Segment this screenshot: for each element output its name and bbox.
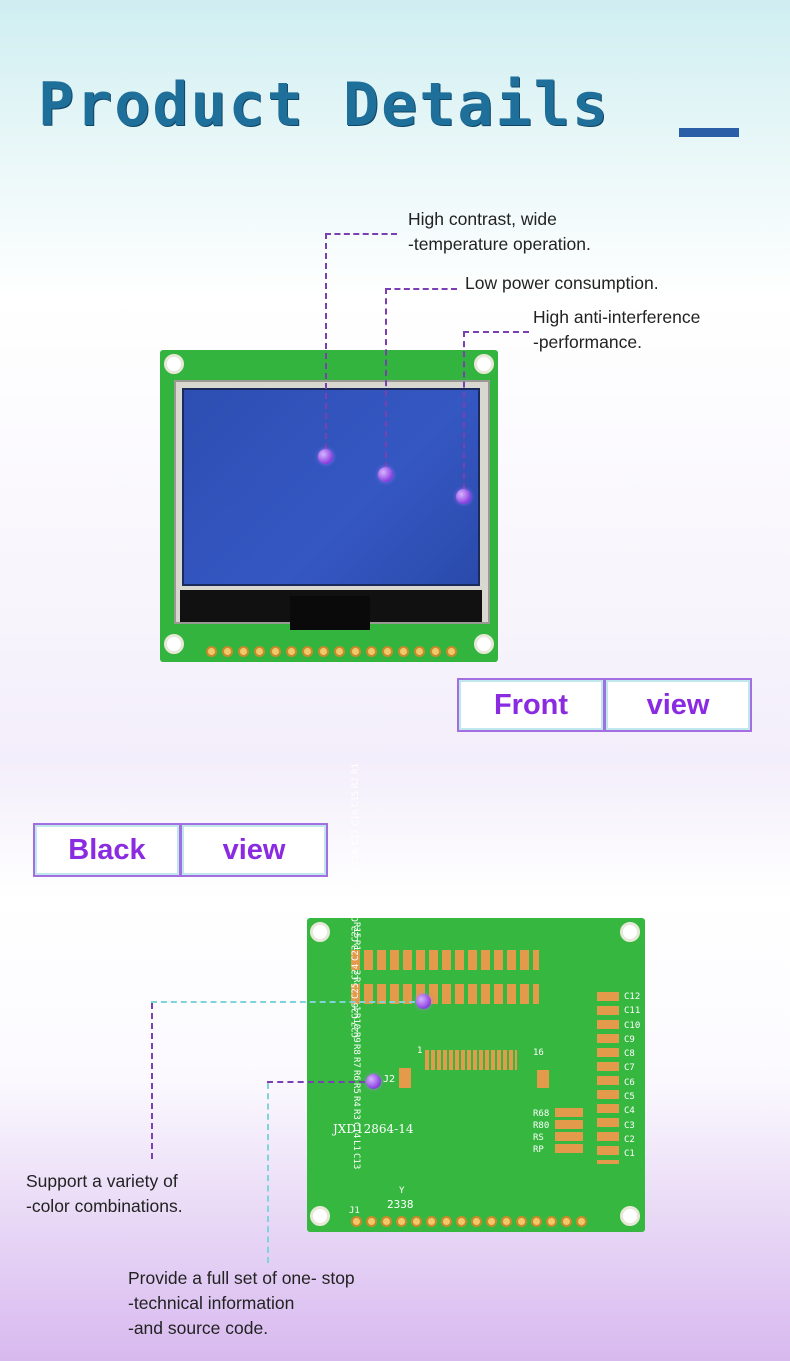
note-line: -and source code. (128, 1318, 269, 1338)
leader-line (385, 288, 387, 468)
leader-line (325, 233, 327, 449)
lcd-screen (182, 388, 480, 586)
flex-connector (290, 596, 370, 630)
back-view-label: Black view (33, 823, 328, 877)
mount-hole (164, 634, 184, 654)
silk-pin16: 16 (533, 1048, 544, 1058)
silk-j2: J2 (383, 1074, 396, 1085)
pad-row (351, 950, 539, 970)
fpc-pads (425, 1050, 517, 1070)
label-part: view (180, 823, 328, 877)
mount-hole (620, 922, 640, 942)
front-pcb (160, 350, 498, 662)
note-line: High anti-interference (533, 307, 701, 327)
front-note-power: Low power consumption. (465, 271, 659, 296)
note-line: Low power consumption. (465, 273, 659, 293)
leader-line (463, 331, 465, 489)
leader-line (151, 1003, 153, 1159)
front-note-contrast: High contrast, wide -temperature operati… (408, 207, 591, 257)
pin-header (351, 1216, 587, 1227)
page-title: Product Details (38, 70, 610, 140)
label-part: Front (457, 678, 605, 732)
note-line: -temperature operation. (408, 234, 591, 254)
mount-hole (474, 634, 494, 654)
label-part: view (604, 678, 752, 732)
pad-row (351, 984, 539, 1004)
title-underline (679, 128, 739, 137)
callout-dot (456, 489, 471, 504)
leader-line (385, 288, 457, 290)
pin-header (206, 646, 457, 657)
back-note-support: Provide a full set of one- stop -technic… (128, 1266, 355, 1341)
leader-line (267, 1081, 365, 1083)
mount-hole (310, 922, 330, 942)
mount-hole (620, 1206, 640, 1226)
note-line: -performance. (533, 332, 642, 352)
pad (537, 1070, 549, 1088)
leader-line (463, 331, 529, 333)
note-line: -technical information (128, 1293, 295, 1313)
mount-hole (474, 354, 494, 374)
leader-line (325, 233, 397, 235)
pad-block (555, 1108, 583, 1154)
silk-y: Y (399, 1186, 405, 1196)
silk-pin1: 1 (417, 1046, 423, 1056)
leader-line (267, 1083, 269, 1263)
cap-column (597, 992, 619, 1164)
callout-dot (366, 1074, 381, 1089)
label-part: Black (33, 823, 181, 877)
pad (399, 1068, 411, 1088)
note-line: High contrast, wide (408, 209, 557, 229)
note-line: -color combinations. (26, 1196, 183, 1216)
back-note-colors: Support a variety of -color combinations… (26, 1169, 183, 1219)
callout-dot (318, 449, 333, 464)
front-note-interference: High anti-interference -performance. (533, 305, 700, 355)
silk-code: 2338 (387, 1198, 414, 1211)
front-view-label: Front view (457, 678, 752, 732)
callout-dot (416, 994, 431, 1009)
silk-model: JXD12864-14 (333, 1122, 414, 1136)
mount-hole (310, 1206, 330, 1226)
mount-hole (164, 354, 184, 374)
note-line: Support a variety of (26, 1171, 178, 1191)
silk-j1: J1 (349, 1206, 360, 1216)
note-line: Provide a full set of one- stop (128, 1268, 355, 1288)
leader-line (151, 1001, 415, 1003)
callout-dot (378, 467, 393, 482)
